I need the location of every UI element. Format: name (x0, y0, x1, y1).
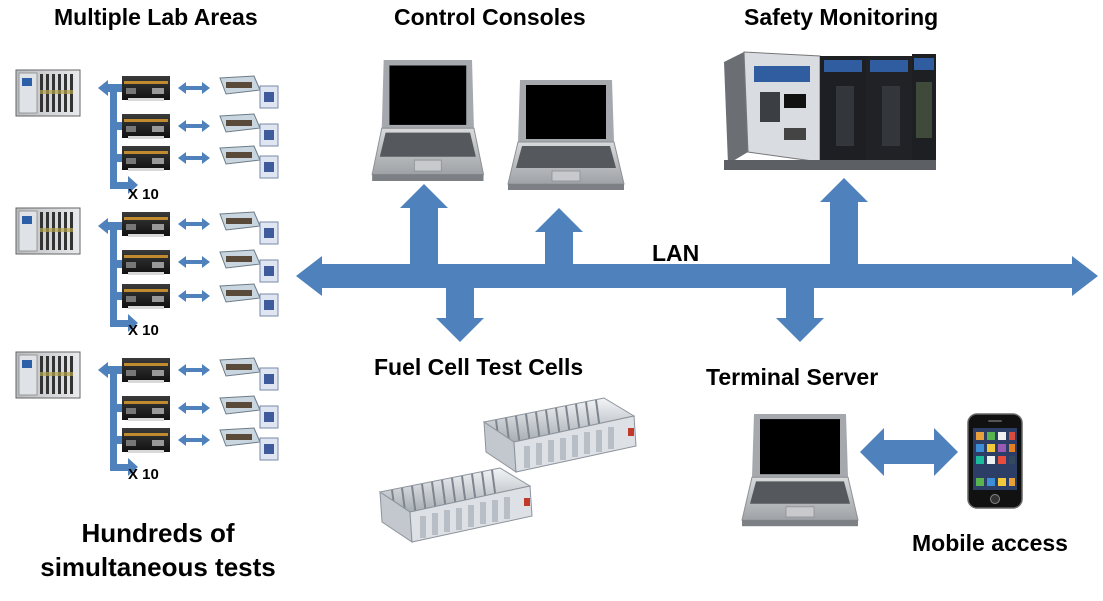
summary-line-2: simultaneous tests (40, 552, 276, 582)
laptop-icon (741, 413, 859, 527)
title-safety-monitoring: Safety Monitoring (744, 4, 939, 30)
title-fuel-cell-test-cells: Fuel Cell Test Cells (374, 354, 584, 380)
lab-group-3-multiplier: X 10 (128, 466, 159, 483)
lab-group-1-multiplier: X 10 (128, 186, 159, 203)
power-supply-icon (121, 75, 279, 109)
lab-group-1 (15, 69, 279, 194)
compactrio-icon (724, 51, 936, 170)
summary-line-1: Hundreds of (81, 518, 235, 548)
lan-down-arrow-fuel-cells (436, 288, 484, 342)
laptop-icon (371, 59, 485, 182)
lan-label: LAN (652, 240, 700, 266)
pxi-chassis-icon (15, 69, 81, 117)
lan-arrow (296, 178, 1098, 342)
lan-up-arrow-safety (820, 178, 868, 264)
fuel-cell-stack-icon (483, 397, 637, 473)
pxi-chassis-icon (15, 207, 81, 255)
mobile-link-arrow (860, 428, 958, 476)
fuel-cell-stack-icon (379, 467, 533, 543)
pxi-chassis-icon (15, 351, 81, 399)
lan-up-arrow-console-2 (535, 208, 583, 264)
title-mobile-access: Mobile access (912, 530, 1068, 556)
laptop-icon (507, 79, 625, 191)
title-terminal-server: Terminal Server (706, 364, 879, 390)
lab-group-2-multiplier: X 10 (128, 322, 159, 339)
lan-down-arrow-terminal (776, 288, 824, 342)
lan-up-arrow-console-1 (400, 184, 448, 264)
lab-group-3 (15, 351, 279, 476)
title-lab-areas: Multiple Lab Areas (54, 4, 258, 30)
title-control-consoles: Control Consoles (394, 4, 586, 30)
smartphone-icon (967, 413, 1023, 509)
lab-group-2 (15, 207, 279, 332)
summary-text: Hundreds of simultaneous tests (20, 516, 296, 584)
